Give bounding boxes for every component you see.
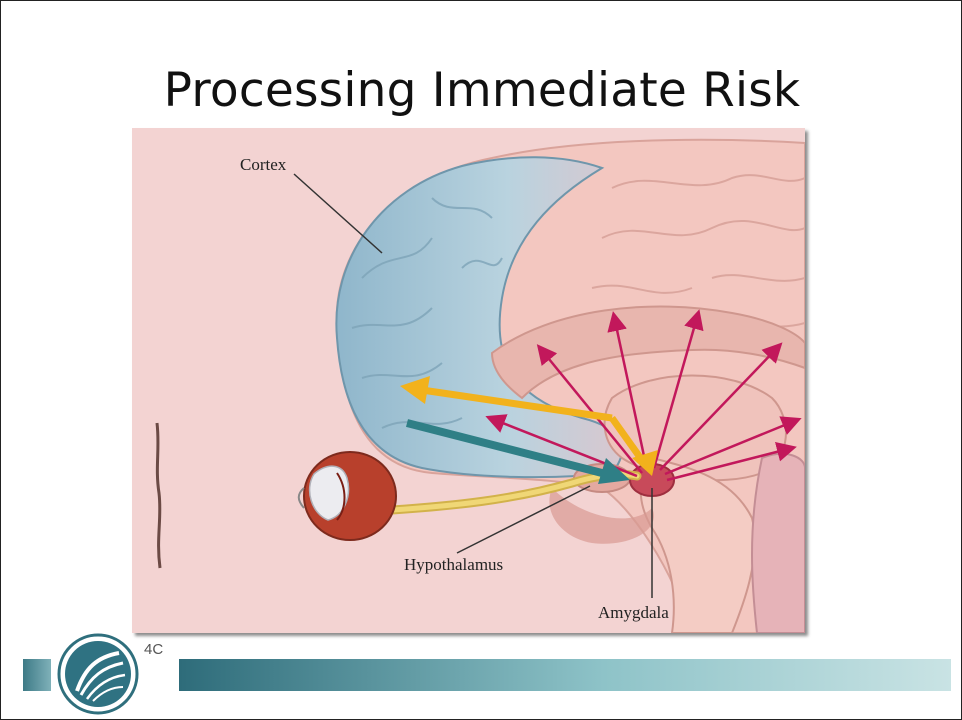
amygdala-label: Amygdala (598, 603, 669, 622)
thalamus (605, 376, 786, 481)
brain-diagram: Cortex Hypothalamus Amygdala (132, 128, 805, 633)
org-logo (57, 633, 139, 715)
cerebellum (752, 454, 805, 633)
cortex-label: Cortex (240, 155, 287, 174)
slide-title: Processing Immediate Risk (1, 63, 962, 118)
footer-accent-bar (179, 659, 951, 691)
logo-text: 4C (144, 641, 163, 658)
footer-accent-left (23, 659, 51, 691)
hypothalamus-label: Hypothalamus (404, 555, 503, 574)
